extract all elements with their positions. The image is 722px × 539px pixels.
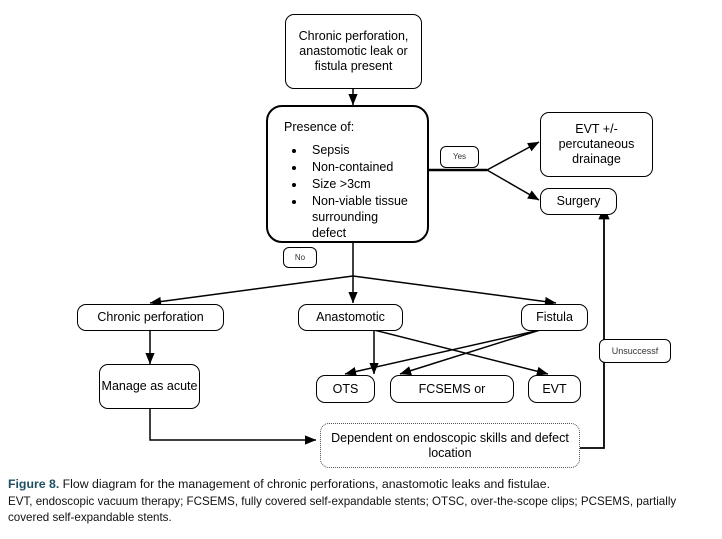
decision-criteria-list: Sepsis Non-contained Size >3cm Non-viabl…: [284, 142, 413, 241]
node-evt-percutaneous-drainage[interactable]: EVT +/- percutaneous drainage: [540, 112, 653, 177]
edge-no-to-chronic-perforation: [149, 275, 354, 307]
node-manage-as-acute[interactable]: Manage as acute: [99, 364, 200, 409]
branch-label-no: No: [283, 247, 317, 268]
node-chronic-perforation[interactable]: Chronic perforation: [77, 304, 224, 331]
node-surgery[interactable]: Surgery: [540, 188, 617, 215]
node-ots[interactable]: OTS: [316, 375, 375, 403]
edge-yes-to-evt-drainage: [486, 141, 540, 171]
criterion-sepsis: Sepsis: [306, 142, 413, 158]
flow-diagram: Chronic perforation, anastomotic leak or…: [0, 0, 722, 470]
figure-caption: Figure 8. Flow diagram for the managemen…: [8, 476, 714, 526]
node-fistula[interactable]: Fistula: [521, 304, 588, 331]
criterion-non-viable-tissue: Non-viable tissue surrounding defect: [306, 193, 413, 241]
edge-yes-to-surgery: [486, 169, 540, 201]
criterion-size: Size >3cm: [306, 176, 413, 192]
figure-number-label: Figure 8.: [8, 477, 60, 491]
edge-manage-acute-to-note: [149, 409, 317, 445]
figure-abbreviations: EVT, endoscopic vacuum therapy; FCSEMS, …: [8, 494, 677, 524]
node-evt[interactable]: EVT: [528, 375, 581, 403]
node-fcsems[interactable]: FCSEMS or: [390, 375, 514, 403]
edge-fistula-to-fcsems: [399, 329, 541, 376]
decision-heading: Presence of:: [284, 120, 355, 134]
edge-fistula-to-ots: [344, 329, 541, 377]
node-start[interactable]: Chronic perforation, anastomotic leak or…: [285, 14, 422, 89]
edge-anastomotic-to-evt: [373, 329, 549, 376]
branch-label-unsuccessful: Unsuccessf: [599, 339, 671, 363]
figure-title-text: Flow diagram for the management of chron…: [62, 477, 551, 491]
node-anastomotic[interactable]: Anastomotic: [298, 304, 403, 331]
edge-no-to-fistula: [352, 275, 557, 307]
criterion-non-contained: Non-contained: [306, 159, 413, 175]
branch-label-yes: Yes: [440, 146, 479, 168]
node-dependent-on-skills-note[interactable]: Dependent on endoscopic skills and defec…: [320, 423, 580, 468]
node-decision-presence-of[interactable]: Presence of: Sepsis Non-contained Size >…: [266, 105, 429, 243]
